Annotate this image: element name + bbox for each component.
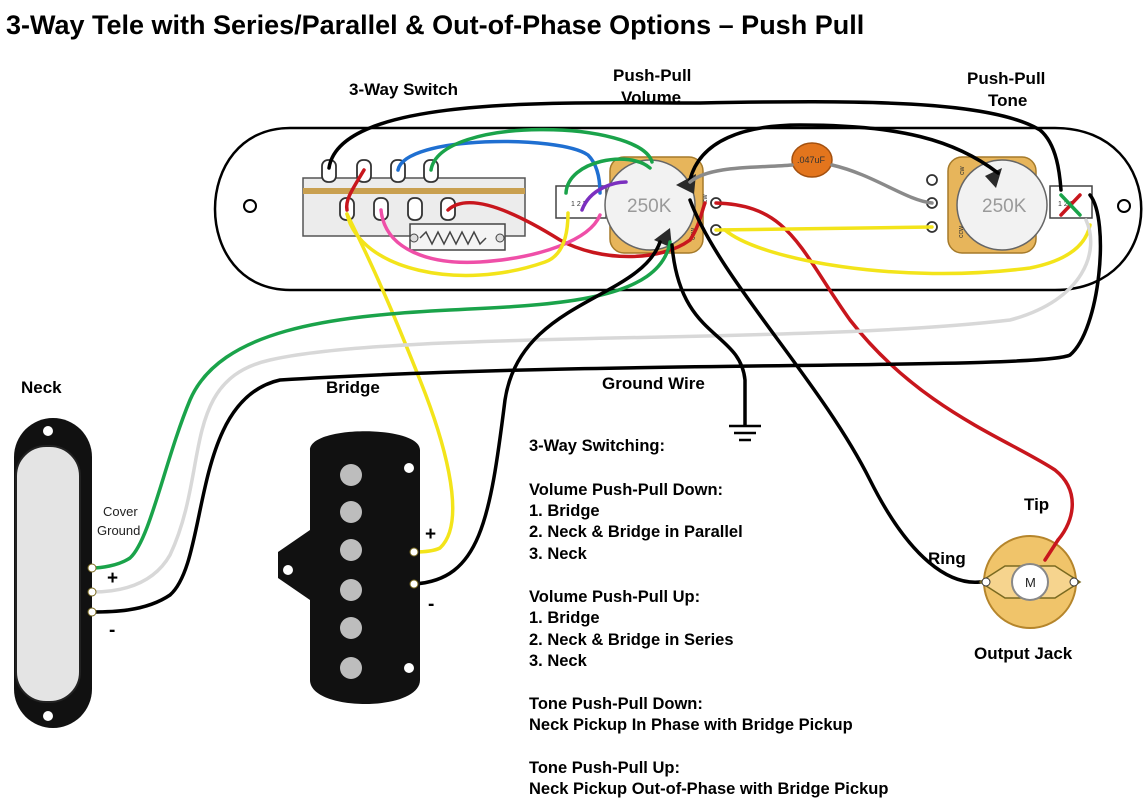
tip-label: Tip: [1024, 495, 1049, 514]
neck-pickup: [14, 418, 97, 728]
wire-black-volume-tone: [688, 123, 1000, 182]
bridge-pickup: [278, 431, 420, 704]
wire-pink: [379, 208, 602, 265]
wire-purple: [580, 180, 628, 212]
wire-red-switch-pot: [446, 200, 707, 259]
note-volume-down-2: 2. Neck & Bridge in Parallel: [529, 523, 743, 541]
wire-green-pot: [564, 157, 652, 195]
plate-screw-hole-right: [1117, 199, 1131, 213]
ground-symbol: [729, 424, 761, 442]
wire-green-switch: [429, 127, 654, 172]
jack-center-label: M: [1025, 575, 1036, 590]
wire-yellow-volume-tone: [714, 225, 934, 232]
wire-gray-cap: [688, 163, 794, 184]
wire-black-neck: [90, 193, 1103, 614]
plate-screw-hole-left: [243, 199, 257, 213]
neck-plus-label: +: [107, 568, 118, 589]
note-tone-up-heading: Tone Push-Pull Up:: [529, 759, 680, 777]
switching-notes: 3-Way Switching: Volume Push-Pull Down: …: [529, 437, 888, 798]
wire-blue: [396, 139, 602, 195]
wire-yellow-tone-loop: [723, 223, 1092, 276]
volume-pot-value: 250K: [627, 196, 672, 217]
note-tone-down-heading: Tone Push-Pull Down:: [529, 695, 703, 713]
tone-label-line1: Push-Pull: [967, 69, 1045, 88]
note-volume-up-2: 2. Neck & Bridge in Series: [529, 631, 734, 649]
capacitor: .047uF: [791, 142, 833, 178]
note-heading: 3-Way Switching:: [529, 437, 665, 455]
note-tone-up-text: Neck Pickup Out-of-Phase with Bridge Pic…: [529, 780, 888, 798]
wire-red-tip: [714, 201, 1074, 542]
bridge-minus-label: -: [428, 594, 434, 615]
wire-red-switch: [344, 168, 366, 212]
tone-pot-value: 250K: [982, 196, 1027, 217]
svg-text:cw: cw: [959, 166, 966, 176]
wire-green-neck: [90, 240, 672, 570]
svg-text:1 2 3: 1 2 3: [1058, 201, 1074, 208]
capacitor-label: .047uF: [797, 155, 826, 165]
note-volume-up-1: 1. Bridge: [529, 609, 600, 627]
wire-green-tone: [1059, 193, 1082, 217]
ring-label: Ring: [928, 549, 966, 568]
wire-black-bridge: [412, 240, 662, 586]
tone-pot: 250K 1 2 3 cw ccw: [926, 156, 1093, 254]
svg-text:cw: cw: [702, 194, 709, 204]
note-volume-down-heading: Volume Push-Pull Down:: [529, 481, 723, 499]
neck-label: Neck: [21, 378, 62, 397]
wire-yellow-switch: [345, 211, 570, 278]
svg-text:ccw: ccw: [958, 225, 965, 238]
wire-ground: [670, 243, 747, 427]
note-volume-down-1: 1. Bridge: [529, 502, 600, 520]
note-volume-up-3: 3. Neck: [529, 652, 588, 670]
output-jack: M: [978, 535, 1082, 629]
wire-yellow-bridge: [345, 212, 455, 554]
note-volume-down-3: 3. Neck: [529, 545, 588, 563]
wire-black-ring: [688, 198, 982, 584]
tone-label-line2: Tone: [988, 91, 1027, 110]
cover-ground-label-line2: Ground: [97, 523, 140, 538]
volume-label-line1: Push-Pull: [613, 66, 691, 85]
diagram-title: 3-Way Tele with Series/Parallel & Out-of…: [6, 10, 864, 40]
svg-text:1 2 3: 1 2 3: [571, 201, 587, 208]
output-jack-label: Output Jack: [974, 644, 1073, 663]
neck-minus-label: -: [109, 620, 115, 641]
switch-label: 3-Way Switch: [349, 80, 458, 99]
bridge-label: Bridge: [326, 378, 380, 397]
wire-gray-cap-tone: [830, 163, 934, 205]
wire-white-neck: [90, 218, 1093, 594]
cover-ground-label-line1: Cover: [103, 504, 138, 519]
volume-label-line2: Volume: [621, 88, 681, 107]
wires: [90, 99, 1103, 614]
wire-black-top: [327, 99, 1063, 192]
bridge-plus-label: +: [425, 524, 436, 545]
ground-wire-label: Ground Wire: [602, 374, 705, 393]
note-volume-up-heading: Volume Push-Pull Up:: [529, 588, 700, 606]
note-tone-down-text: Neck Pickup In Phase with Bridge Pickup: [529, 716, 853, 734]
